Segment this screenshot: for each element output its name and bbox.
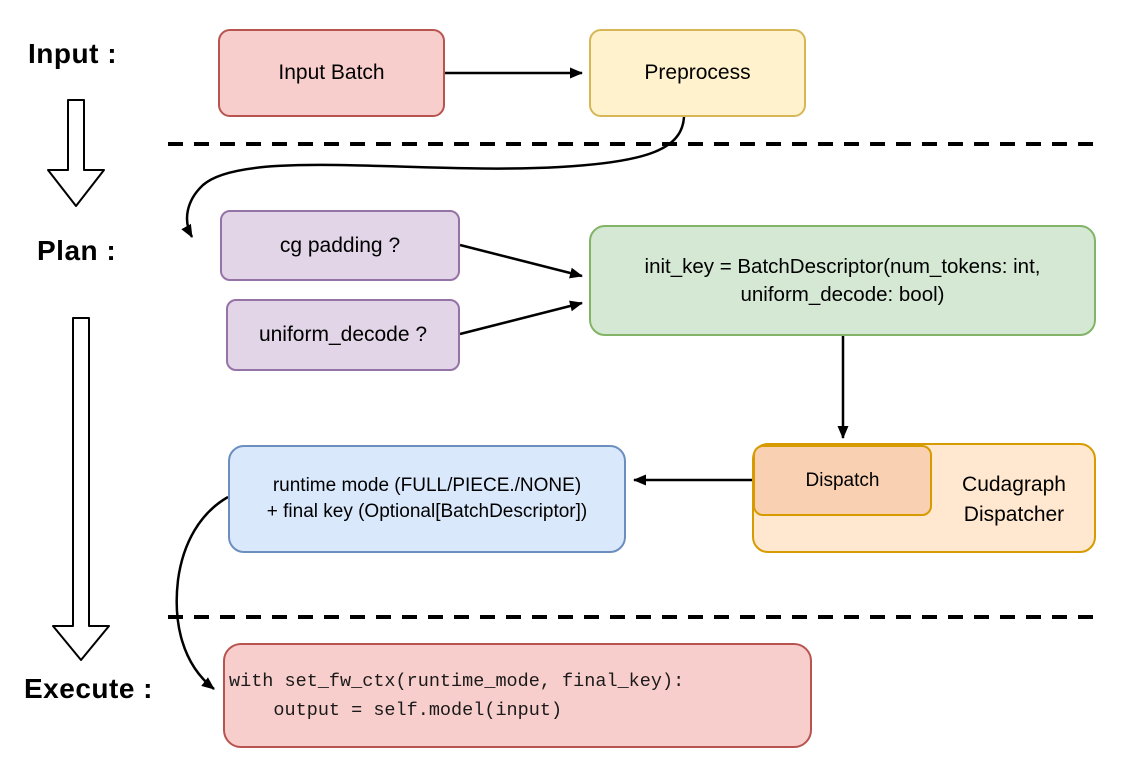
curve-runtime-mode-to-execute-code	[175, 495, 229, 690]
runtime-mode-line2: + final key (Optional[BatchDescriptor])	[266, 501, 588, 522]
cudagraph-dispatcher-label: Cudagraph Dispatcher	[939, 445, 1089, 555]
cg-padding-node: cg padding ?	[220, 210, 460, 281]
runtime-mode-node: runtime mode (FULL/PIECE./NONE) + final …	[228, 445, 626, 553]
arrow-uniform-decode-to-init-key	[459, 300, 583, 336]
input-batch-node: Input Batch	[218, 29, 445, 117]
input-batch-label: Input Batch	[278, 61, 385, 84]
flow-arrow-input-icon	[47, 99, 105, 207]
section-label-plan: Plan :	[37, 235, 117, 266]
cudagraph-dispatcher-line2: Dispatcher	[963, 503, 1065, 526]
section-label-execute: Execute :	[24, 673, 153, 704]
dispatch-node: Dispatch	[753, 445, 932, 516]
init-key-line2: uniform_decode: bool)	[740, 282, 945, 306]
uniform-decode-node: uniform_decode ?	[226, 299, 460, 371]
flow-arrow-plan-icon	[52, 317, 110, 661]
uniform-decode-label: uniform_decode ?	[258, 323, 428, 346]
section-label-input: Input :	[28, 38, 118, 69]
init-key-node: init_key = BatchDescriptor(num_tokens: i…	[589, 225, 1096, 336]
execute-code-line2: output = self.model(input)	[229, 699, 563, 721]
runtime-mode-line1: runtime mode (FULL/PIECE./NONE)	[272, 475, 582, 496]
curve-preprocess-to-cg-padding	[181, 116, 686, 238]
execute-code-line1: with set_fw_ctx(runtime_mode, final_key)…	[229, 670, 685, 692]
execute-code-node: with set_fw_ctx(runtime_mode, final_key)…	[223, 643, 812, 748]
cudagraph-dispatcher-line1: Cudagraph	[962, 473, 1066, 496]
preprocess-node: Preprocess	[589, 29, 806, 117]
cg-padding-label: cg padding ?	[279, 233, 401, 257]
dispatch-label: Dispatch	[805, 469, 880, 491]
init-key-line1: init_key = BatchDescriptor(num_tokens: i…	[644, 254, 1041, 278]
arrow-cg-padding-to-init-key	[459, 243, 583, 279]
preprocess-label: Preprocess	[644, 61, 751, 84]
